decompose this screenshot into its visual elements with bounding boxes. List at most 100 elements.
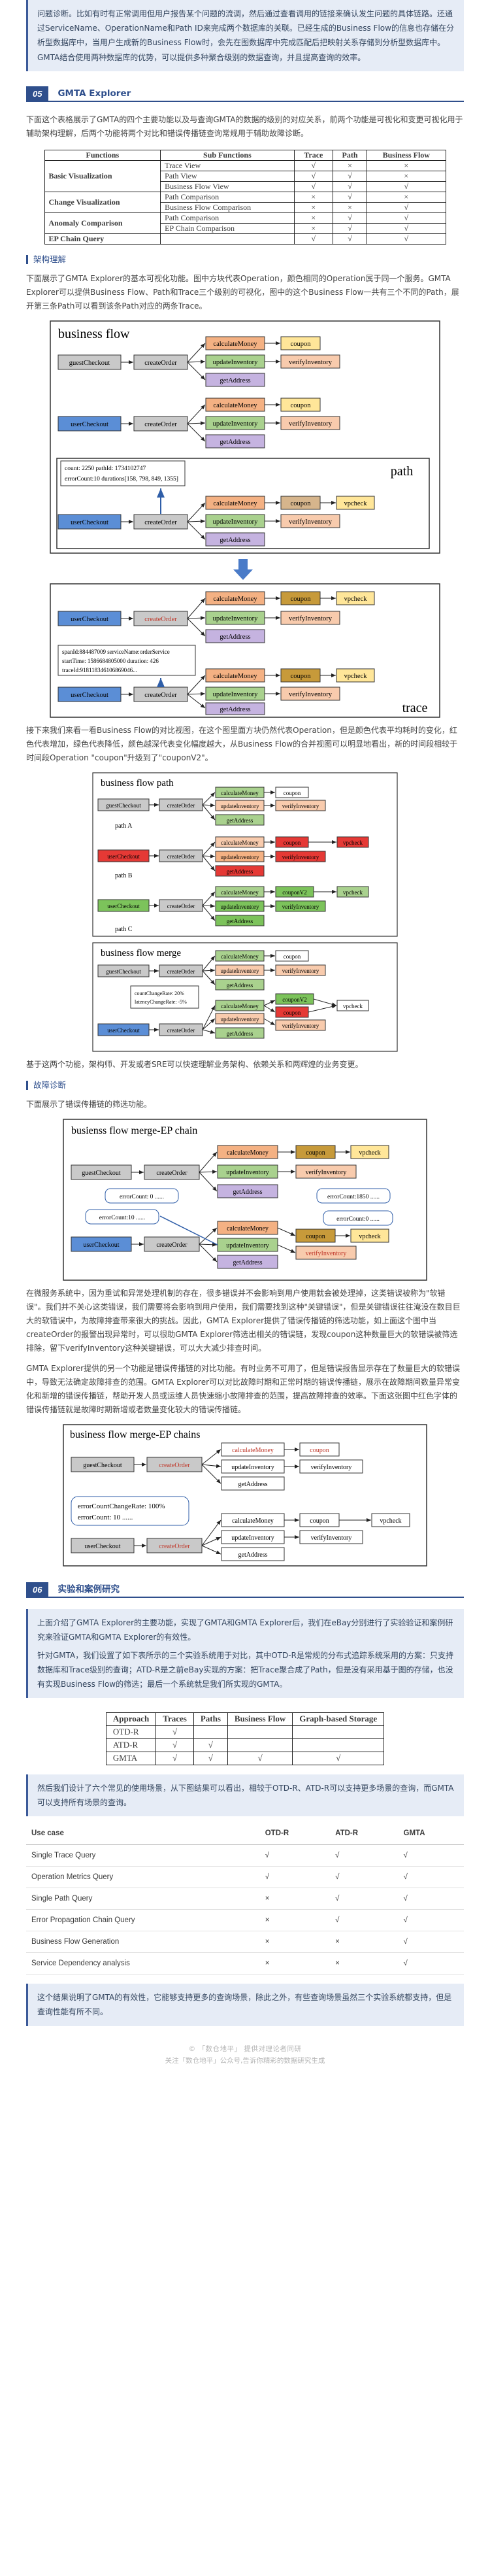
svg-text:createOrder: createOrder: [159, 1543, 190, 1550]
svg-text:calculateMoney: calculateMoney: [232, 1447, 274, 1454]
cell: √: [398, 1866, 464, 1888]
cell: [292, 1738, 385, 1753]
svg-text:calculateMoney: calculateMoney: [213, 402, 257, 409]
cell: √: [330, 1888, 399, 1910]
svg-text:userCheckout: userCheckout: [107, 903, 140, 909]
mark-cell: ×: [293, 201, 333, 213]
path-c: userCheckout createOrder calculateMoney …: [97, 886, 369, 933]
svg-text:getAddress: getAddress: [220, 706, 250, 713]
mark-cell: √: [293, 160, 333, 171]
col-graph-storage: Graph-based Storage: [292, 1712, 385, 1727]
svg-text:verifyInventory: verifyInventory: [289, 420, 333, 428]
mark-cell: √: [367, 212, 446, 224]
table-row: ATD-R √ √: [105, 1738, 385, 1753]
col-business-flow: Business Flow: [227, 1712, 293, 1727]
svg-text:getAddress: getAddress: [227, 868, 253, 875]
cell: OTD-R: [105, 1725, 157, 1740]
feature-table: Functions Sub Functions Trace Path Busin…: [44, 149, 446, 245]
svg-text:path B: path B: [115, 872, 133, 879]
svg-text:errorCountChangeRate: 100%: errorCountChangeRate: 100%: [78, 1502, 165, 1510]
section-06-header: 06 实验和案例研究: [26, 1582, 464, 1599]
final-callout-text: 这个结果说明了GMTA的有效性，它能够支持更多的查询场景，除此之外，有些查询场景…: [37, 1993, 452, 2017]
svg-text:path A: path A: [115, 822, 133, 830]
table-row: Operation Metrics Query √ √ √: [26, 1866, 464, 1888]
svg-text:userCheckout: userCheckout: [107, 853, 140, 860]
svg-text:errorCount:0 ......: errorCount:0 ......: [336, 1216, 380, 1223]
cell: [193, 1725, 228, 1740]
cell: ×: [259, 1909, 331, 1932]
approach-table-header: Approach Traces Paths Business Flow Grap…: [105, 1712, 385, 1727]
path-b: userCheckout createOrder calculateMoney …: [97, 836, 369, 879]
table-row: Single Trace Query √ √ √: [26, 1844, 464, 1867]
svg-text:userCheckout: userCheckout: [107, 1027, 140, 1034]
section-title: 实验和案例研究: [48, 1582, 464, 1598]
svg-text:guestCheckout: guestCheckout: [69, 360, 110, 367]
cell: Single Path Query: [26, 1888, 260, 1910]
diag-subheading-text: 故障诊断: [33, 1079, 67, 1090]
fig3-paragraph-2: GMTA Explorer提供的另一个功能是错误传播链的对比功能。有时业务不可用…: [26, 1363, 461, 1414]
cell: Service Dependency analysis: [26, 1952, 260, 1975]
svg-text:calculateMoney: calculateMoney: [213, 341, 257, 348]
svg-text:updateInventory: updateInventory: [213, 691, 259, 698]
svg-text:coupon: coupon: [291, 596, 312, 603]
col-functions: Functions: [44, 149, 161, 161]
cell: √: [155, 1752, 194, 1765]
sec06-callout-text: 针对GMTA，我们设置了如下表所示的三个实验系统用于对比，其中OTD-R是常规的…: [37, 1650, 453, 1689]
cell: √: [398, 1909, 464, 1932]
heading-bar-icon: [26, 254, 28, 264]
ep-chain-figure: busienss flow merge-EP chain guestChecko…: [63, 1118, 427, 1281]
mark-cell: √: [332, 180, 368, 192]
cell: √: [330, 1909, 399, 1932]
group-cell: Basic Visualization: [44, 160, 161, 192]
svg-text:calculateMoney: calculateMoney: [213, 596, 257, 603]
table-row: Path View √ √ ×: [44, 170, 446, 182]
svg-text:calculateMoney: calculateMoney: [221, 790, 259, 796]
svg-text:couponV2: couponV2: [282, 889, 307, 896]
cell: GMTA: [105, 1752, 157, 1765]
svg-text:updateInventory: updateInventory: [221, 1016, 259, 1023]
svg-text:updateInventory: updateInventory: [226, 1242, 269, 1249]
svg-text:updateInventory: updateInventory: [221, 968, 259, 974]
svg-text:updateInventory: updateInventory: [231, 1534, 274, 1542]
sub-cell: [160, 233, 295, 245]
svg-text:calculateMoney: calculateMoney: [232, 1517, 274, 1525]
table-row: Anomaly Comparison Path Comparison × √ √: [44, 212, 446, 234]
svg-text:updateInventory: updateInventory: [213, 615, 259, 622]
svg-text:verifyInventory: verifyInventory: [311, 1464, 352, 1471]
col-paths: Paths: [193, 1712, 228, 1727]
svg-text:business flow merge-EP chains: business flow merge-EP chains: [70, 1429, 201, 1440]
cell: ×: [259, 1952, 331, 1975]
svg-text:vpcheck: vpcheck: [344, 596, 368, 603]
svg-text:getAddress: getAddress: [238, 1551, 268, 1559]
cell: ×: [330, 1952, 399, 1975]
feature-table-header: Functions Sub Functions Trace Path Busin…: [44, 149, 446, 161]
mark-cell: √: [332, 222, 368, 234]
svg-text:business flow merge: business flow merge: [101, 948, 181, 958]
svg-text:startTime: 1586684805000 durat: startTime: 1586684805000 duration: 426: [62, 658, 159, 664]
svg-text:getAddress: getAddress: [227, 1030, 253, 1037]
svg-text:coupon: coupon: [284, 953, 301, 960]
cell: √: [259, 1844, 331, 1867]
svg-text:updateInventory: updateInventory: [221, 803, 259, 809]
svg-text:getAddress: getAddress: [238, 1481, 268, 1488]
svg-text:createOrder: createOrder: [156, 1242, 188, 1249]
svg-text:verifyInventory: verifyInventory: [306, 1169, 347, 1176]
svg-text:vpcheck: vpcheck: [359, 1233, 380, 1240]
svg-text:getAddress: getAddress: [233, 1189, 263, 1196]
cell: Single Trace Query: [26, 1844, 260, 1867]
svg-text:getAddress: getAddress: [233, 1259, 263, 1266]
col-otd-r: OTD-R: [259, 1823, 331, 1845]
svg-text:verifyInventory: verifyInventory: [311, 1534, 352, 1542]
svg-text:errorCount:10 ......: errorCount:10 ......: [99, 1215, 145, 1221]
svg-text:guestCheckout: guestCheckout: [106, 968, 141, 975]
page-footer: © 「数仓地平」 提供对理论者同研 关注「数仓地平」公众号,告诉你精彩的数据研究…: [26, 2043, 464, 2076]
col-atd-r: ATD-R: [330, 1823, 399, 1845]
mark-cell: √: [293, 170, 333, 182]
svg-text:coupon: coupon: [291, 673, 312, 680]
svg-text:updateInventory: updateInventory: [213, 420, 259, 428]
mark-cell: ×: [332, 160, 368, 171]
svg-text:createOrder: createOrder: [144, 421, 177, 428]
svg-text:getAddress: getAddress: [220, 634, 250, 641]
trace-row-1: userCheckout createOrder calculateMoney …: [57, 591, 375, 643]
intro-callout: 问题诊断。比如有时有正常调用但用户报告某个问题的流调，然后通过查看调用的链接来确…: [26, 0, 464, 71]
